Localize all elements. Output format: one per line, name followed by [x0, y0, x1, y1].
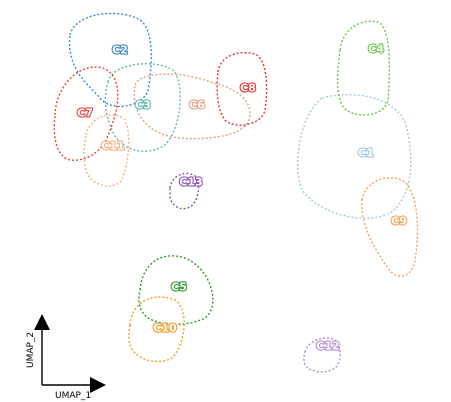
y-axis-arrowhead: [34, 314, 50, 330]
cluster-contour-c8: [216, 52, 268, 126]
cluster-contour-c9: [361, 177, 419, 277]
cluster-label-c3: C3: [135, 99, 151, 112]
cluster-contour-c6: [133, 73, 251, 140]
cluster-label-c6: C6: [189, 99, 205, 112]
cluster-label-c5: C5: [171, 281, 187, 294]
cluster-contour-c2: [68, 12, 152, 108]
cluster-contour-c5: [138, 255, 214, 326]
cluster-label-c11: C11: [101, 140, 124, 153]
cluster-contour-c3: [104, 63, 181, 153]
cluster-contour-c13: [169, 172, 200, 210]
cluster-label-c4: C4: [368, 43, 384, 56]
axis-indicator: UMAP_1 UMAP_2: [26, 314, 106, 401]
cluster-label-c12: C12: [316, 340, 339, 353]
cluster-contour-c1: [297, 93, 412, 219]
cluster-label-c7: C7: [77, 107, 93, 120]
x-axis-arrowhead: [90, 377, 106, 393]
cluster-contour-c10: [128, 296, 185, 363]
cluster-label-c10: C10: [153, 322, 177, 335]
cluster-contour-c7: [53, 66, 119, 161]
cluster-contour-c4: [336, 20, 391, 116]
y-axis-label: UMAP_2: [26, 332, 36, 368]
cluster-label-c1: C1: [358, 147, 374, 160]
cluster-contour-c11: [83, 114, 130, 187]
cluster-label-c8: C8: [240, 82, 256, 95]
cluster-label-c2: C2: [112, 44, 128, 57]
cluster-contours: [53, 12, 419, 373]
cluster-label-c13: C13: [179, 176, 202, 189]
x-axis-label: UMAP_1: [55, 391, 91, 401]
cluster-label-c9: C9: [391, 215, 407, 228]
cluster-contour-c12: [303, 337, 341, 373]
